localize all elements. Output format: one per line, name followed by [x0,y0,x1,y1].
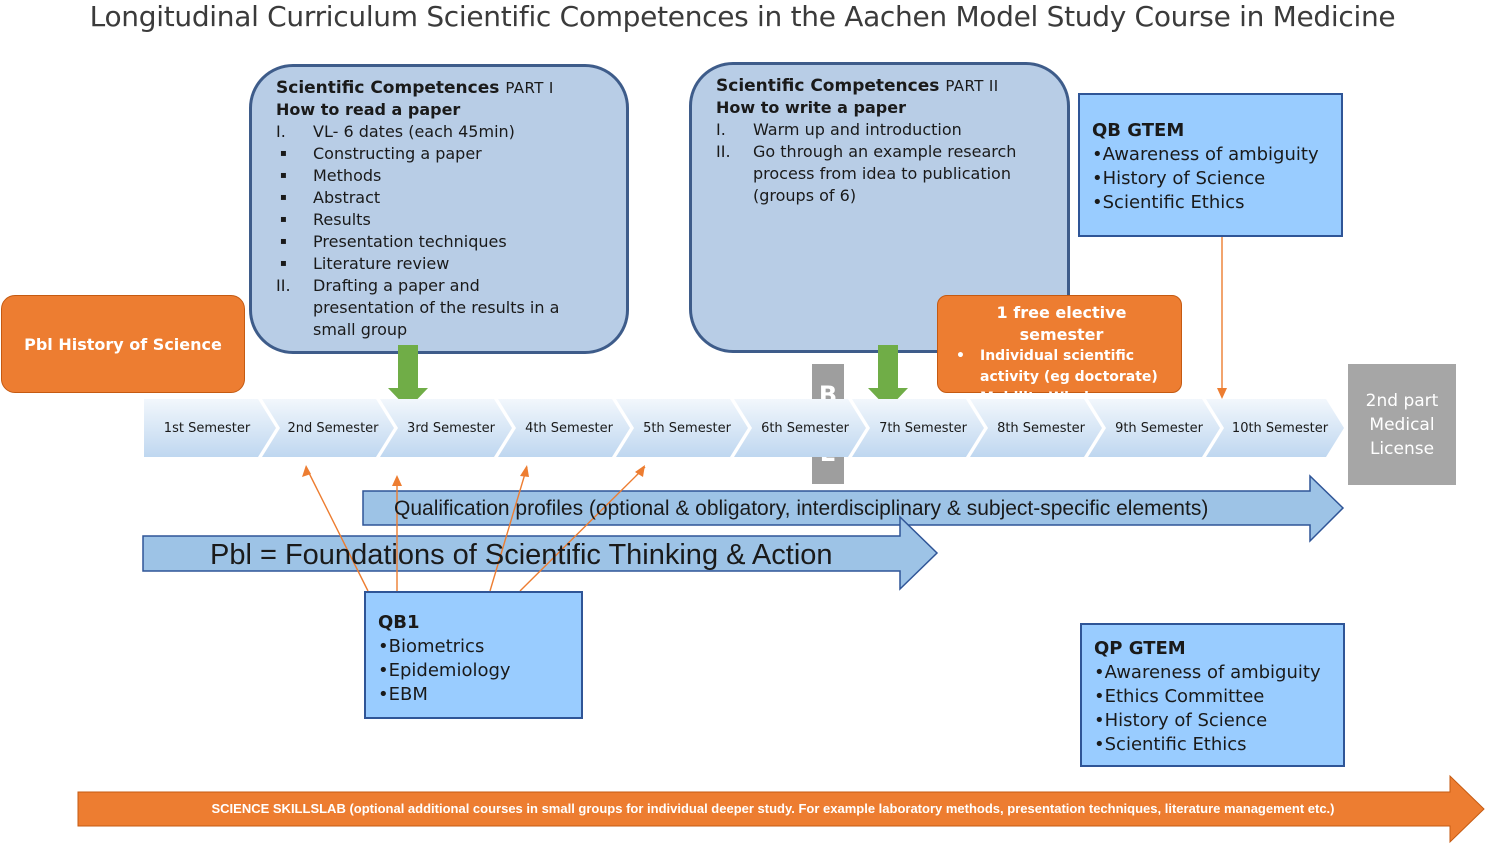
list-text: Constructing a paper [313,144,482,163]
semester-label: 1st Semester [163,420,251,436]
list-marker: I. [276,122,286,141]
list-text: Results [313,210,371,229]
list-item: •Biometrics [378,636,485,657]
elective-semester-box: 1 free elective semester • Individual sci… [937,295,1182,406]
list-text: Drafting a paper and presentation of the… [313,276,560,339]
semester-chevron: 3rd Semester [380,399,512,457]
qp-gtem-box: QP GTEM •Awareness of ambiguity •Ethics … [1080,623,1345,767]
medical-license-box: 2nd part Medical License [1348,364,1456,485]
skillslab-label: SCIENCE SKILLSLAB (optional additional c… [211,801,1335,816]
bullet-square-icon: ▪ [280,170,287,181]
qp-gtem-title: QP GTEM [1094,638,1186,659]
part1-heading-text: Scientific Competences [276,78,500,98]
list-text: Warm up and introduction [753,120,962,139]
bullet-icon: • [956,348,965,364]
bullet-square-icon: ▪ [280,148,287,159]
list-item: •Scientific Ethics [1092,192,1245,213]
pbl-history-box: Pbl History of Science [1,295,245,393]
list-item: II. Go through an example research proces… [716,141,1049,207]
part1-list: I. VL- 6 dates (each 45min) ▪ Constructing… [276,121,608,341]
list-item: ▪ Constructing a paper [276,143,608,165]
diagram-title: Longitudinal Curriculum Scientific Compe… [89,0,1396,33]
semester-chevron: 6th Semester [734,399,866,457]
pbl-arrow-shape [142,515,939,591]
list-text: Go through an example research process f… [753,142,1017,205]
skillslab-arrow-shape [77,774,1485,844]
semester-chevron: 10th Semester [1206,399,1344,457]
list-item: •History of Science [1094,710,1268,731]
list-item: •Ethics Committee [1094,686,1265,707]
semester-label: 7th Semester [879,420,967,436]
part1-part-label: PART I [505,79,554,97]
bullet-square-icon: ▪ [280,192,287,203]
semester-label: 4th Semester [525,420,613,436]
list-item: •Awareness of ambiguity [1094,662,1321,683]
semester-label: 9th Semester [1115,420,1203,436]
bullet-square-icon: ▪ [280,236,287,247]
pbl-history-label: Pbl History of Science [24,334,222,354]
semester-label: 3rd Semester [407,420,495,436]
qb1-title: QB1 [378,612,420,633]
list-text: Methods [313,166,382,185]
semester-chevron: 7th Semester [852,399,984,457]
list-item: •Epidemiology [378,660,511,681]
bullet-icon: • [956,390,965,406]
elective-title: 1 free elective semester [996,303,1127,344]
semester-chevron: 4th Semester [498,399,630,457]
bullet-square-icon: ▪ [280,214,287,225]
semester-chevron: 9th Semester [1088,399,1220,457]
part1-subtitle: How to read a paper [276,100,461,119]
list-item: ▪ Methods [276,165,608,187]
list-item: •EBM [378,684,428,705]
semester-label: 2nd Semester [287,420,379,436]
scientific-competences-part1: Scientific Competences PART I How to rea… [249,64,629,354]
qb-gtem-box: QB GTEM •Awareness of ambiguity •History… [1078,93,1343,237]
part2-list: I. Warm up and introduction II. Go through… [716,119,1049,207]
semester-chevron: 5th Semester [616,399,748,457]
list-item: ▪ Literature review [276,253,608,275]
semester-chevron: 8th Semester [970,399,1102,457]
part1-heading: Scientific Competences PART I [276,77,608,99]
semester-label: 8th Semester [997,420,1085,436]
semester-label: 5th Semester [643,420,731,436]
list-text: Individual scientific activity (eg docto… [980,348,1158,385]
list-item: •Scientific Ethics [1094,734,1247,755]
list-text: Presentation techniques [313,232,507,251]
connector-arrowheads [302,388,1227,486]
part2-subtitle: How to write a paper [716,98,906,117]
qb1-connectors [305,237,1223,592]
list-item: I. Warm up and introduction [716,119,1049,141]
semester-label: 6th Semester [761,420,849,436]
qualification-arrow-label: Qualification profiles (optional & oblig… [394,497,1209,520]
list-marker: II. [276,276,291,295]
list-item: I. VL- 6 dates (each 45min) [276,121,608,143]
list-text: Literature review [313,254,450,273]
list-marker: II. [716,142,731,161]
list-item: ▪ Presentation techniques [276,231,608,253]
part2-part-label: PART II [945,77,999,95]
part2-heading-text: Scientific Competences [716,76,940,96]
part2-heading: Scientific Competences PART II [716,75,1049,97]
list-text: Abstract [313,188,381,207]
pbl-arrow-label: Pbl = Foundations of Scientific Thinking… [210,539,833,571]
semester-chevron: 2nd Semester [262,399,394,457]
medical-license-label: 2nd part Medical License [1365,390,1439,459]
list-marker: I. [716,120,726,139]
semester-timeline: 1st Semester 2nd Semester 3rd Semester 4th … [144,399,1344,457]
qb-gtem-title: QB GTEM [1092,120,1185,141]
bullet-square-icon: ▪ [280,258,287,269]
semester-label: 10th Semester [1231,420,1329,436]
list-item: •Awareness of ambiguity [1092,144,1319,165]
elective-list: • Individual scientific activity (eg doct… [952,346,1171,409]
list-text: VL- 6 dates (each 45min) [313,122,515,141]
list-item: •History of Science [1092,168,1266,189]
list-item: ▪ Results [276,209,608,231]
list-item: II. Drafting a paper and presentation of … [276,275,608,341]
list-item: • Individual scientific activity (eg doct… [952,346,1171,388]
semester-chevron: 1st Semester [144,399,276,457]
qb1-box: QB1 •Biometrics •Epidemiology •EBM [364,591,583,719]
qualification-arrow-shape [362,474,1345,543]
list-item: ▪ Abstract [276,187,608,209]
